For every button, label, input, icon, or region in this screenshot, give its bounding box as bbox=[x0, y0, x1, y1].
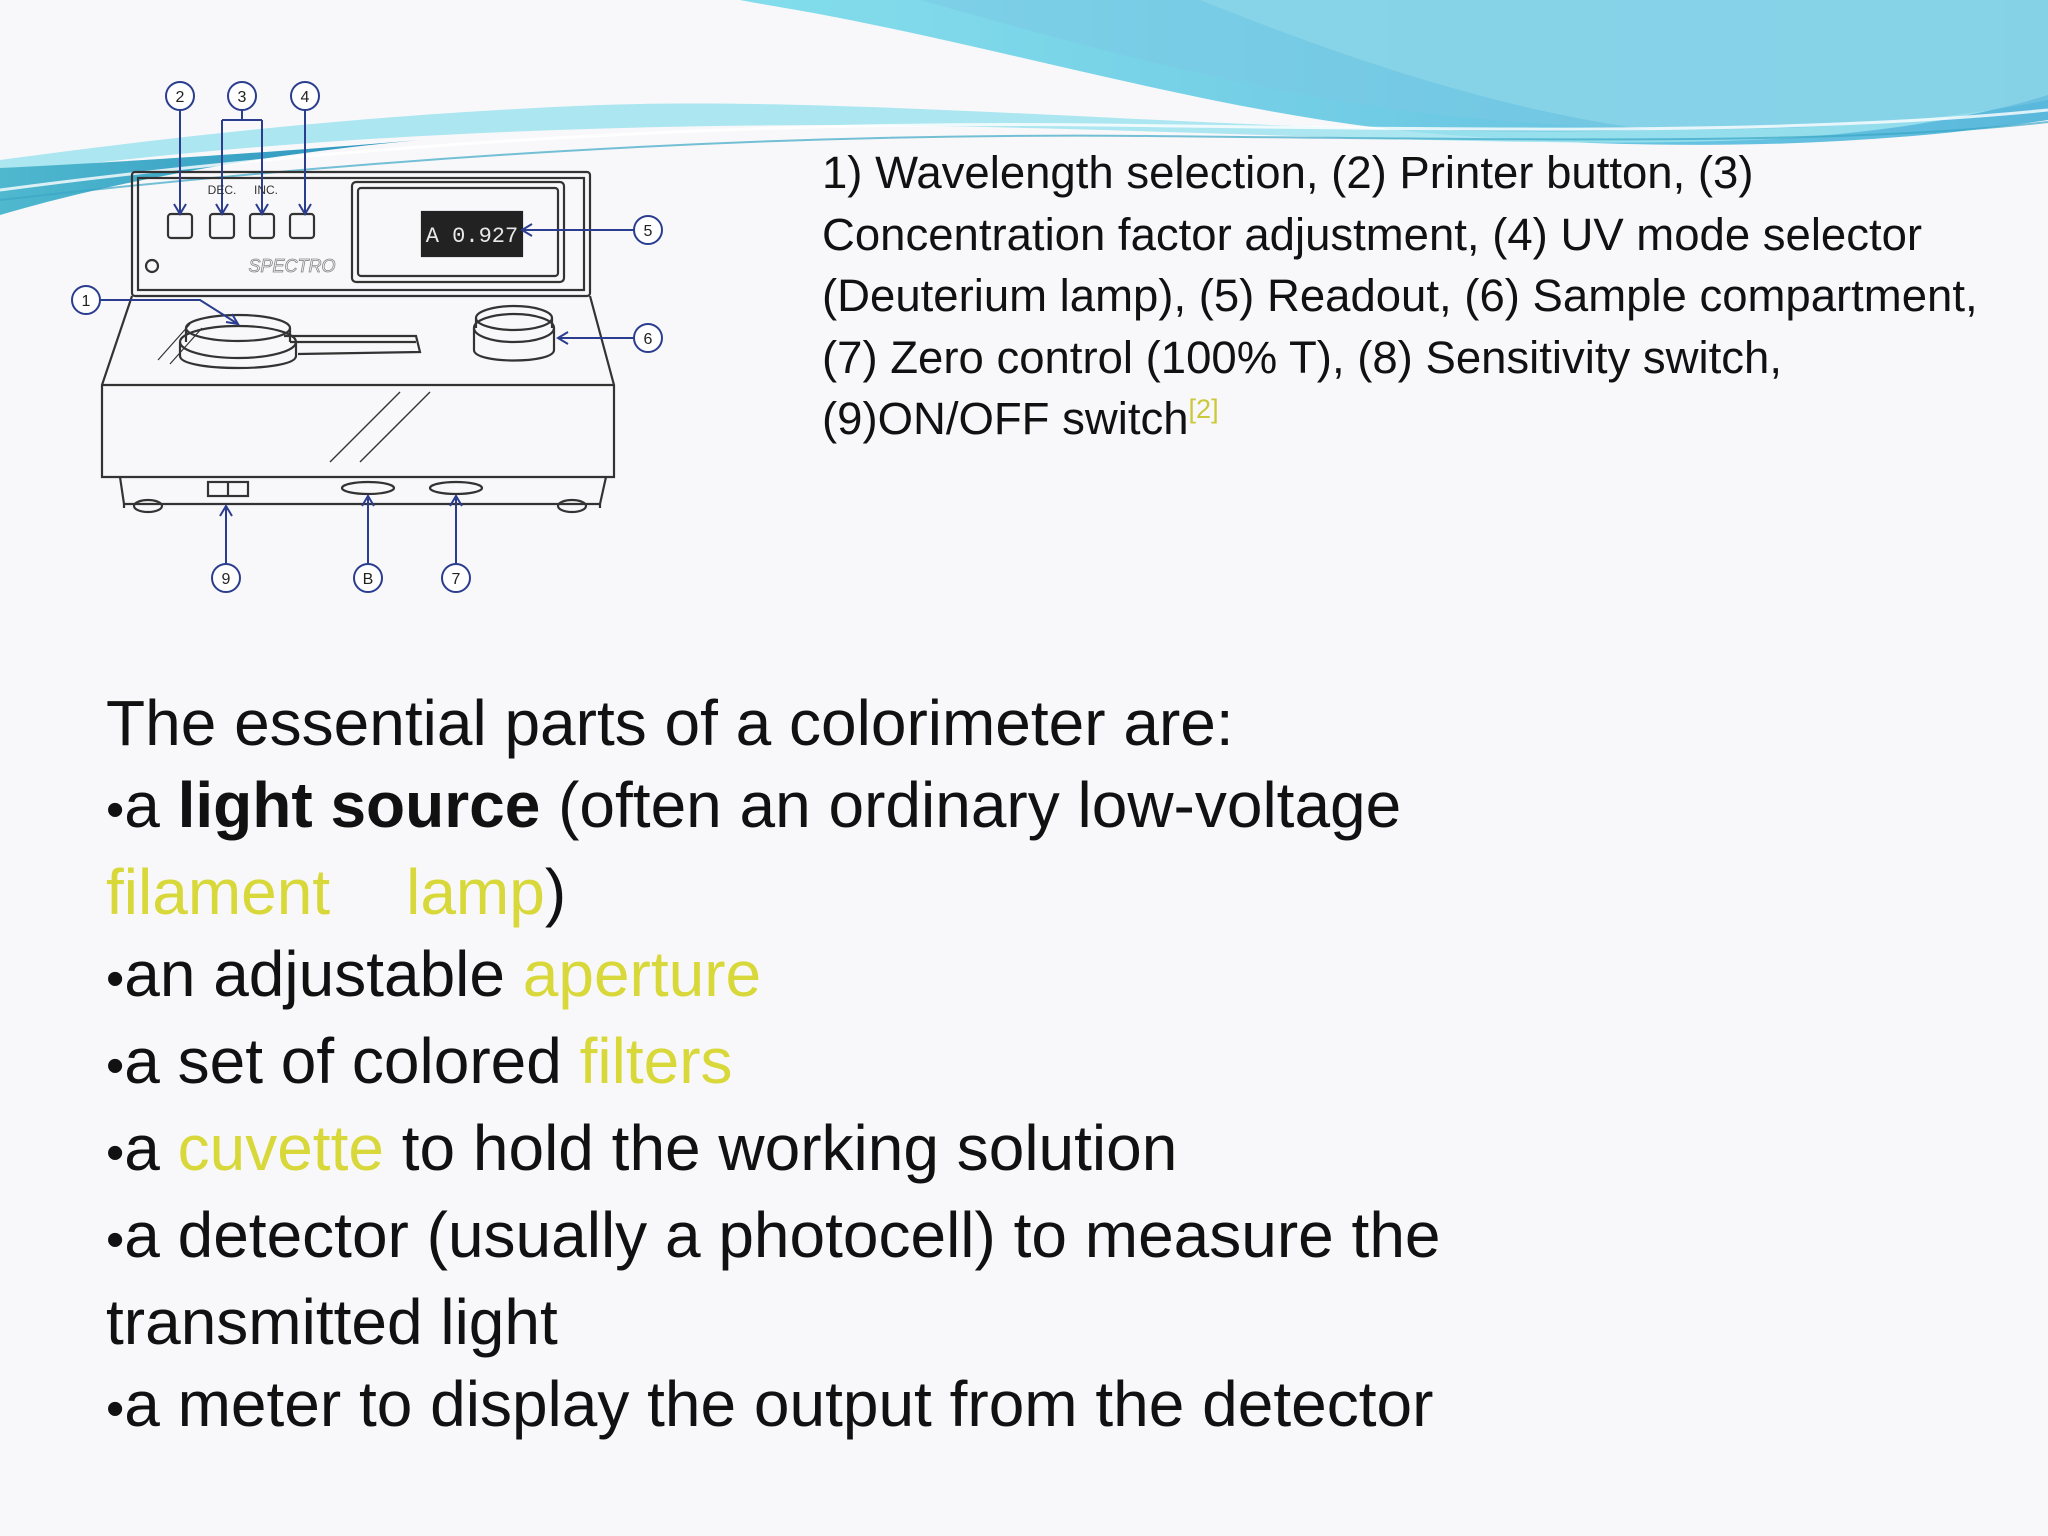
callout-3-icon bbox=[227, 81, 257, 111]
bullet-icon: • bbox=[106, 1211, 125, 1269]
callout-8-icon bbox=[353, 563, 383, 593]
intro-line: The essential parts of a colorimeter are… bbox=[106, 687, 1234, 759]
inc-label: INC. bbox=[254, 183, 278, 197]
caption-reference-link[interactable]: [2] bbox=[1188, 393, 1219, 424]
callout-1-icon bbox=[71, 285, 101, 315]
callout-2-icon bbox=[165, 81, 195, 111]
link-filament[interactable]: filament bbox=[106, 856, 331, 928]
callout-label: 5 bbox=[644, 223, 653, 240]
list-item: •a light source (often an ordinary low-v… bbox=[106, 769, 1402, 841]
diagram-caption: 1) Wavelength selection, (2) Printer but… bbox=[822, 142, 2002, 450]
callout-label: 7 bbox=[452, 571, 461, 588]
link-cuvette[interactable]: cuvette bbox=[177, 1112, 384, 1184]
header-wave-decoration bbox=[0, 0, 2048, 215]
callout-label: 2 bbox=[176, 89, 185, 106]
bullet-icon: • bbox=[106, 950, 125, 1008]
list-item: •a detector (usually a photocell) to mea… bbox=[106, 1199, 1441, 1271]
brand-label: SPECTRO bbox=[248, 256, 335, 276]
callout-4-icon bbox=[290, 81, 320, 111]
colorimeter-diagram: 2 3 4 5 1 6 9 B 7 DEC. INC. SPECTRO A 0.… bbox=[71, 81, 663, 593]
list-item: •a cuvette to hold the working solution bbox=[106, 1112, 1178, 1184]
callout-5-icon bbox=[633, 215, 663, 245]
link-filters[interactable]: filters bbox=[579, 1025, 733, 1097]
list-item: •an adjustable aperture bbox=[106, 938, 762, 1010]
callout-label: 1 bbox=[82, 293, 91, 310]
callout-label: 4 bbox=[301, 89, 310, 106]
callout-label: 6 bbox=[644, 331, 653, 348]
callout-7-icon bbox=[441, 563, 471, 593]
bullet-icon: • bbox=[106, 1037, 125, 1095]
colorimeter-parts-list: The essential parts of a colorimeter are… bbox=[106, 682, 1806, 1450]
link-aperture[interactable]: aperture bbox=[522, 938, 762, 1010]
dec-label: DEC. bbox=[208, 183, 237, 197]
list-item: •a set of colored filters bbox=[106, 1025, 733, 1097]
list-item-continuation: transmitted light bbox=[106, 1286, 558, 1358]
callout-label: B bbox=[363, 571, 374, 588]
bullet-icon: • bbox=[106, 1380, 125, 1438]
callout-9-icon bbox=[211, 563, 241, 593]
bullet-icon: • bbox=[106, 1124, 125, 1182]
bullet-icon: • bbox=[106, 781, 125, 839]
list-item: •a meter to display the output from the … bbox=[106, 1368, 1434, 1440]
link-lamp[interactable]: lamp bbox=[406, 856, 545, 928]
callout-label: 3 bbox=[238, 89, 247, 106]
caption-text: 1) Wavelength selection, (2) Printer but… bbox=[822, 147, 1978, 444]
bold-term: light source bbox=[177, 769, 541, 841]
callout-6-icon bbox=[633, 323, 663, 353]
readout-display: A 0.927 bbox=[426, 224, 518, 249]
callout-label: 9 bbox=[222, 571, 231, 588]
